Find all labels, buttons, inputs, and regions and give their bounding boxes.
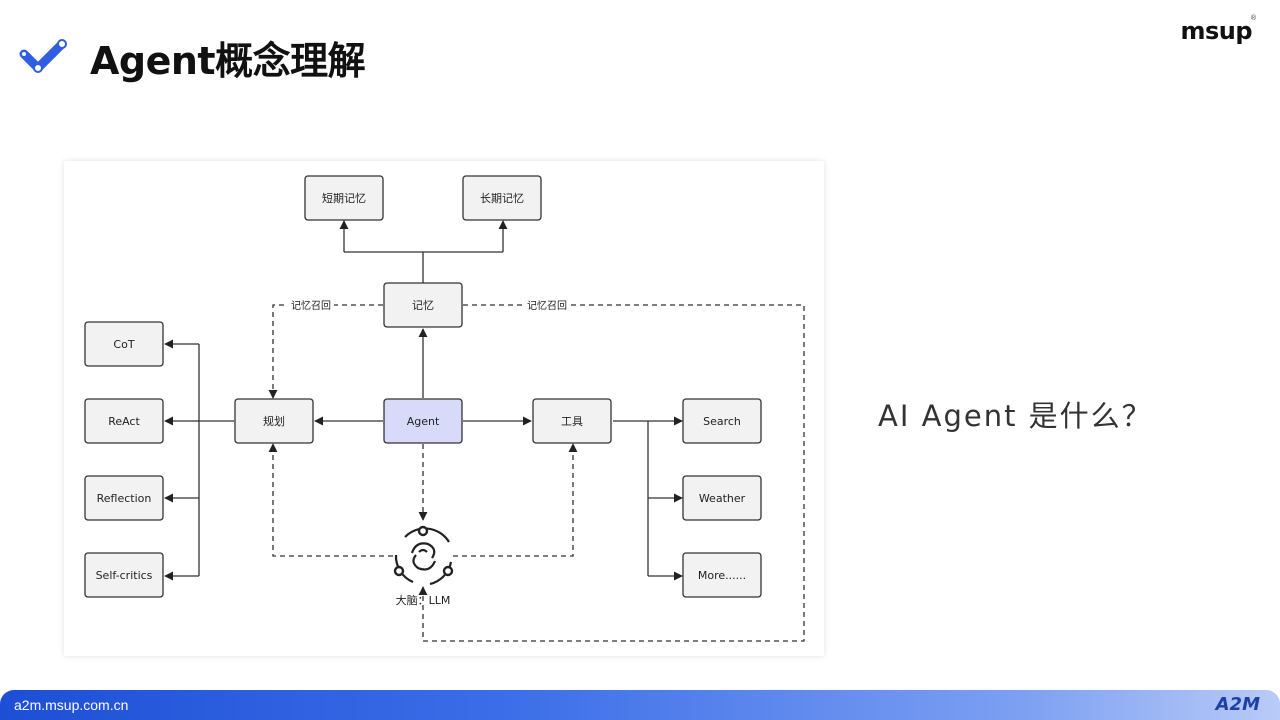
node-label-react: ReAct — [108, 415, 140, 428]
node-label-agent: Agent — [407, 415, 440, 428]
edge-label-recall-left: 记忆召回 — [291, 299, 331, 312]
node-label-brain: 大脑：LLM — [396, 593, 451, 607]
node-label-planning: 规划 — [263, 414, 285, 428]
node-tools — [532, 398, 612, 444]
node-react — [84, 398, 164, 444]
edge-recall-left — [268, 304, 383, 399]
node-self-critics — [84, 552, 164, 598]
node-label-long-memory: 长期记忆 — [480, 192, 524, 205]
footer-brand-logo: A2M — [1215, 694, 1260, 715]
registered-mark: ® — [1250, 15, 1256, 22]
side-question: AI Agent 是什么？ — [878, 399, 1153, 433]
brain-llm-icon — [393, 525, 454, 586]
node-search — [682, 398, 762, 444]
node-short-memory — [304, 175, 384, 221]
agent-diagram: 记忆召回 记忆召回 短期记忆 长期记忆 记忆 Agent 规划 工具 CoT R… — [84, 175, 805, 642]
node-label-search: Search — [703, 415, 741, 428]
footer-url[interactable]: a2m.msup.com.cn — [14, 697, 129, 713]
node-memory — [383, 282, 463, 328]
node-label-short-memory: 短期记忆 — [322, 191, 366, 205]
node-label-reflection: Reflection — [97, 492, 152, 505]
node-label-weather: Weather — [699, 492, 746, 505]
edge-recall-right — [418, 304, 805, 642]
logo-check-icon — [19, 39, 67, 73]
node-more — [682, 552, 762, 598]
node-reflection — [84, 475, 164, 521]
brand-logo: msup — [1180, 17, 1252, 45]
page-title: Agent概念理解 — [90, 39, 366, 83]
node-weather — [682, 475, 762, 521]
node-label-memory: 记忆 — [412, 299, 434, 312]
node-label-more: More...... — [698, 569, 746, 582]
node-label-tools: 工具 — [561, 415, 583, 428]
edge-brain-to-tools — [453, 443, 578, 557]
edge-label-recall-right: 记忆召回 — [527, 299, 567, 312]
node-planning — [234, 398, 314, 444]
footer-bar: a2m.msup.com.cn A2M — [0, 690, 1280, 720]
node-cot — [84, 321, 164, 367]
node-label-cot: CoT — [113, 338, 134, 351]
node-agent — [383, 398, 463, 444]
edge-brain-to-planning — [268, 443, 393, 557]
diagram-panel: 记忆召回 记忆召回 短期记忆 长期记忆 记忆 Agent 规划 工具 CoT R… — [64, 161, 824, 656]
node-label-self-critics: Self-critics — [96, 569, 153, 582]
node-long-memory — [462, 175, 542, 221]
